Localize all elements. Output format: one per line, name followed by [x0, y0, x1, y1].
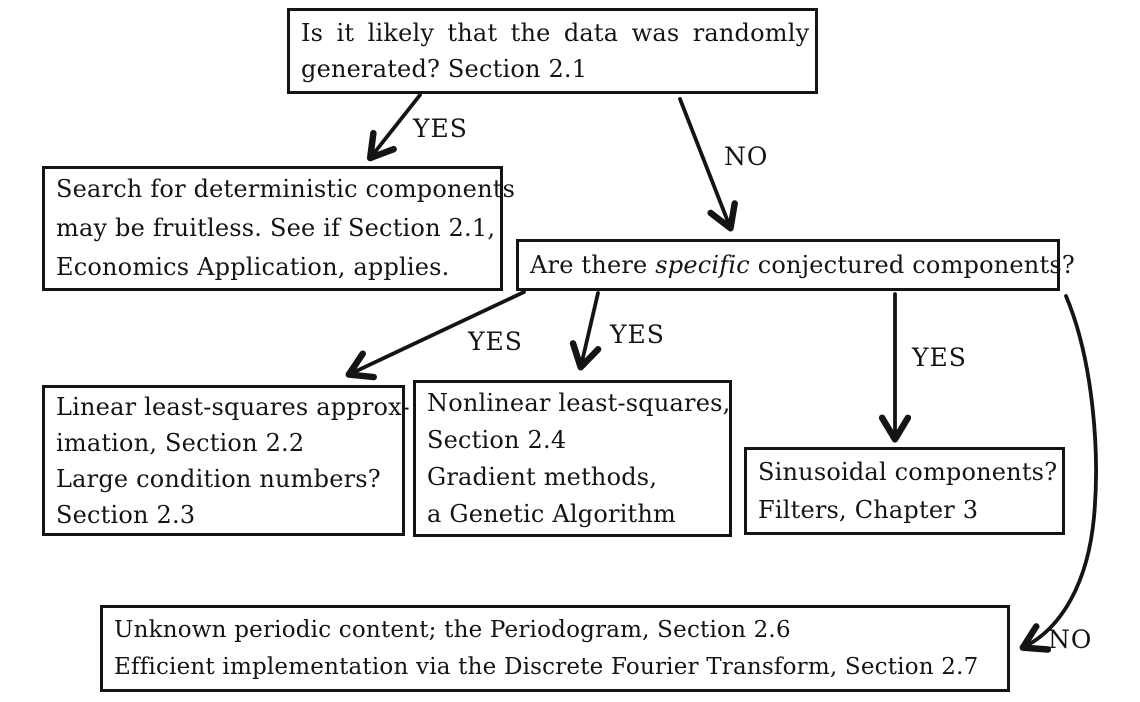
node-text-line: Economics Application, applies. — [56, 253, 450, 281]
arrow-yes-to-nonlinear — [569, 291, 602, 371]
arrow-no-to-periodogram — [1019, 294, 1098, 653]
edge-label-yes-sinusoidal: YES — [912, 343, 967, 372]
edge-label-yes-nonlinear: YES — [610, 320, 665, 349]
node-text-line: Is it likely that the data was randomly — [301, 19, 810, 47]
node-text-line: Search for deterministic components — [56, 175, 516, 203]
edge-label-no-conjectured: NO — [1048, 625, 1093, 654]
node-deterministic-search: Search for deterministic components may … — [42, 166, 516, 291]
arrow-yes-to-search — [366, 93, 422, 162]
node-text-emphasis: specific — [655, 251, 750, 279]
node-text-line: Filters, Chapter 3 — [758, 496, 979, 524]
node-text-line: Efficient implementation via the Discret… — [114, 653, 979, 680]
node-periodogram: Unknown periodic content; the Periodogra… — [100, 605, 1010, 692]
node-text-line: Linear least-squares approx- — [56, 392, 410, 421]
node-text-line: generated? Section 2.1 — [301, 55, 588, 83]
node-nonlinear-least-squares: Nonlinear least-squares, Section 2.4 Gra… — [413, 380, 732, 537]
arrow-no-to-conjectured — [678, 97, 738, 232]
node-text-line: Unknown periodic content; the Periodogra… — [114, 616, 791, 643]
node-text-line: Large condition numbers? — [56, 464, 381, 493]
node-randomly-generated: Is it likely that the data was randomly … — [287, 8, 818, 94]
node-text-line: Section 2.4 — [427, 425, 567, 454]
node-text-prefix: Are there — [530, 251, 656, 279]
node-linear-least-squares: Linear least-squares approx- imation, Se… — [42, 385, 410, 536]
node-text-line: may be fruitless. See if Section 2.1, — [56, 214, 496, 242]
node-text-line: imation, Section 2.2 — [56, 428, 305, 457]
node-text-line: Nonlinear least-squares, — [427, 388, 731, 417]
arrow-yes-to-linear — [345, 290, 526, 381]
node-text-line: Are there specific conjectured component… — [530, 247, 1075, 283]
edge-label-yes-linear: YES — [468, 327, 523, 356]
node-text-suffix: conjectured components? — [749, 251, 1075, 279]
node-text-line: a Genetic Algorithm — [427, 499, 676, 528]
edge-label-yes-random: YES — [413, 114, 468, 143]
node-text-line: Gradient methods, — [427, 462, 658, 491]
node-sinusoidal-components: Sinusoidal components? Filters, Chapter … — [744, 447, 1065, 535]
edge-label-no-random: NO — [724, 142, 769, 171]
node-text-line: Sinusoidal components? — [758, 458, 1058, 486]
node-text-line: Section 2.3 — [56, 500, 196, 529]
node-conjectured-components: Are there specific conjectured component… — [516, 239, 1075, 291]
